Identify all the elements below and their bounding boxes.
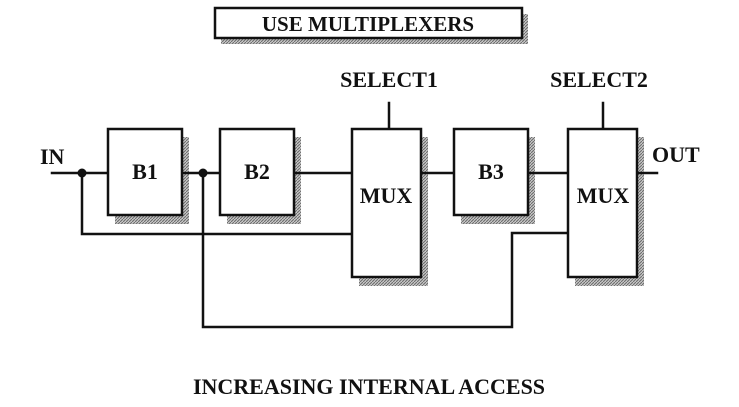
- title-box: USE MULTIPLEXERS: [213, 6, 528, 44]
- block-b1: B1: [106, 127, 184, 217]
- output-label: OUT: [652, 142, 700, 167]
- block-b1-label: B1: [132, 159, 158, 184]
- select2-label: SELECT2: [550, 67, 648, 92]
- mux1-label: MUX: [360, 183, 413, 208]
- input-label: IN: [40, 144, 65, 169]
- block-mux1: MUX: [350, 127, 423, 279]
- diagram-caption: INCREASING INTERNAL ACCESS: [193, 374, 545, 399]
- block-b3: B3: [452, 127, 530, 217]
- diagram-title: USE MULTIPLEXERS: [262, 12, 474, 36]
- junction-dot-in: [77, 168, 87, 178]
- select1-label: SELECT1: [340, 67, 438, 92]
- block-b3-label: B3: [478, 159, 504, 184]
- junction-dot-b1: [198, 168, 208, 178]
- mux2-label: MUX: [577, 183, 630, 208]
- bypass-b1-to-mux2: [201, 171, 570, 329]
- block-b2: B2: [218, 127, 296, 217]
- block-mux2: MUX: [566, 127, 639, 279]
- block-b2-label: B2: [244, 159, 270, 184]
- bypass-in-to-mux1: [80, 171, 354, 236]
